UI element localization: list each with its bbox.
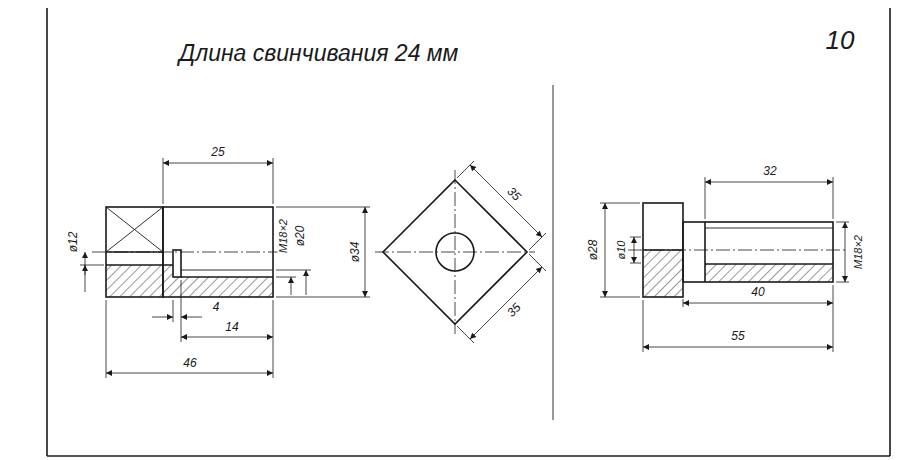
square-view — [375, 170, 535, 334]
screw-dimensions-stroke — [634, 237, 635, 263]
dimension-label: 4 — [212, 301, 221, 313]
screw-dimensions-stroke — [836, 282, 849, 283]
dimension-label: 35 — [504, 184, 523, 203]
square-view-stroke — [375, 252, 535, 253]
nut-part-stroke — [181, 276, 273, 278]
dimension-label: M18×2 — [278, 218, 289, 254]
square-dimensions-stroke — [529, 233, 546, 250]
nut-part-stroke — [106, 265, 273, 297]
screw-dimensions-stroke — [705, 182, 833, 183]
square-dimensions-stroke — [529, 254, 546, 271]
dimension-label: 35 — [504, 300, 523, 319]
nut-dimensions-stroke — [365, 207, 366, 297]
sheet-frame-stroke — [553, 85, 554, 420]
dimension-label: ø10 — [616, 240, 627, 261]
square-dimensions — [457, 161, 546, 343]
nut-dimensions-stroke — [181, 337, 273, 338]
nut-part-stroke — [106, 207, 163, 252]
screw-part-stroke — [705, 264, 833, 282]
nut-part — [92, 207, 288, 297]
sheet-frame-stroke — [46, 8, 48, 456]
screw-dimensions — [600, 177, 849, 352]
nut-part-stroke — [181, 270, 273, 271]
sheet-frame-stroke — [47, 455, 890, 457]
square-dimensions-stroke — [457, 161, 474, 178]
sheet-title: Длина свинчивания 24 мм — [178, 42, 459, 65]
dimension-label: 55 — [730, 330, 745, 342]
nut-dimensions-stroke — [163, 158, 164, 204]
screw-dimensions-stroke — [705, 177, 706, 219]
dimension-label: ø12 — [67, 231, 79, 254]
sheet-number: 10 — [825, 27, 856, 53]
screw-part-stroke — [704, 222, 706, 282]
nut-dimensions-stroke — [306, 270, 307, 295]
dimension-label: 40 — [750, 286, 765, 298]
nut-dimensions-stroke — [85, 265, 86, 292]
nut-dimensions-stroke — [181, 280, 182, 342]
screw-part — [628, 203, 848, 297]
screw-part-stroke — [643, 250, 683, 297]
square-view-stroke — [455, 170, 456, 334]
nut-part-stroke — [173, 250, 181, 277]
square-dimensions-stroke — [470, 267, 542, 339]
nut-dimensions-stroke — [276, 297, 370, 298]
square-dimensions-stroke — [457, 326, 474, 343]
screw-dimensions-stroke — [833, 177, 834, 219]
nut-dimensions-stroke — [173, 300, 174, 322]
nut-dimensions-stroke — [163, 163, 273, 164]
nut-part-stroke — [92, 252, 288, 253]
screw-dimensions-stroke — [836, 222, 849, 223]
nut-dimensions — [80, 158, 370, 378]
screw-part-stroke — [705, 263, 833, 265]
screw-dimensions-stroke — [600, 297, 640, 298]
dimension-label: 14 — [224, 321, 239, 333]
square-dimensions-stroke — [470, 165, 542, 237]
screw-dimensions-stroke — [833, 285, 834, 352]
sheet-frame — [47, 8, 890, 456]
nut-dimensions-stroke — [276, 207, 370, 208]
dimension-label: M18×2 — [853, 234, 864, 270]
dimension-label: 46 — [182, 357, 197, 369]
dimension-label: 25 — [210, 146, 225, 158]
nut-dimensions-stroke — [276, 277, 296, 278]
dimension-label: 32 — [762, 165, 777, 177]
nut-part-stroke — [106, 207, 163, 252]
screw-part-stroke — [705, 228, 833, 229]
dimension-label: ø20 — [294, 225, 306, 248]
screw-dimensions-stroke — [605, 203, 606, 297]
nut-dimensions-stroke — [106, 300, 107, 378]
screw-part-stroke — [683, 222, 833, 282]
nut-dimensions-stroke — [181, 317, 202, 318]
screw-dimensions-stroke — [683, 303, 833, 304]
screw-part-stroke — [628, 250, 848, 251]
dimension-label: ø28 — [587, 239, 599, 262]
screw-dimensions-stroke — [845, 222, 846, 282]
nut-dimensions-stroke — [273, 300, 274, 378]
sheet-frame-stroke — [889, 8, 891, 456]
nut-dimensions-stroke — [152, 317, 173, 318]
screw-dimensions-stroke — [643, 347, 833, 348]
screw-dimensions-stroke — [630, 263, 641, 264]
dimension-label: ø34 — [349, 241, 361, 264]
screw-dimensions-stroke — [643, 300, 644, 352]
nut-dimensions-stroke — [273, 158, 274, 204]
nut-part-stroke — [106, 264, 173, 266]
screw-dimensions-stroke — [630, 237, 641, 238]
nut-dimensions-stroke — [291, 277, 292, 295]
screw-dimensions-stroke — [600, 203, 640, 204]
nut-dimensions-stroke — [80, 265, 104, 266]
nut-dimensions-stroke — [106, 373, 273, 374]
